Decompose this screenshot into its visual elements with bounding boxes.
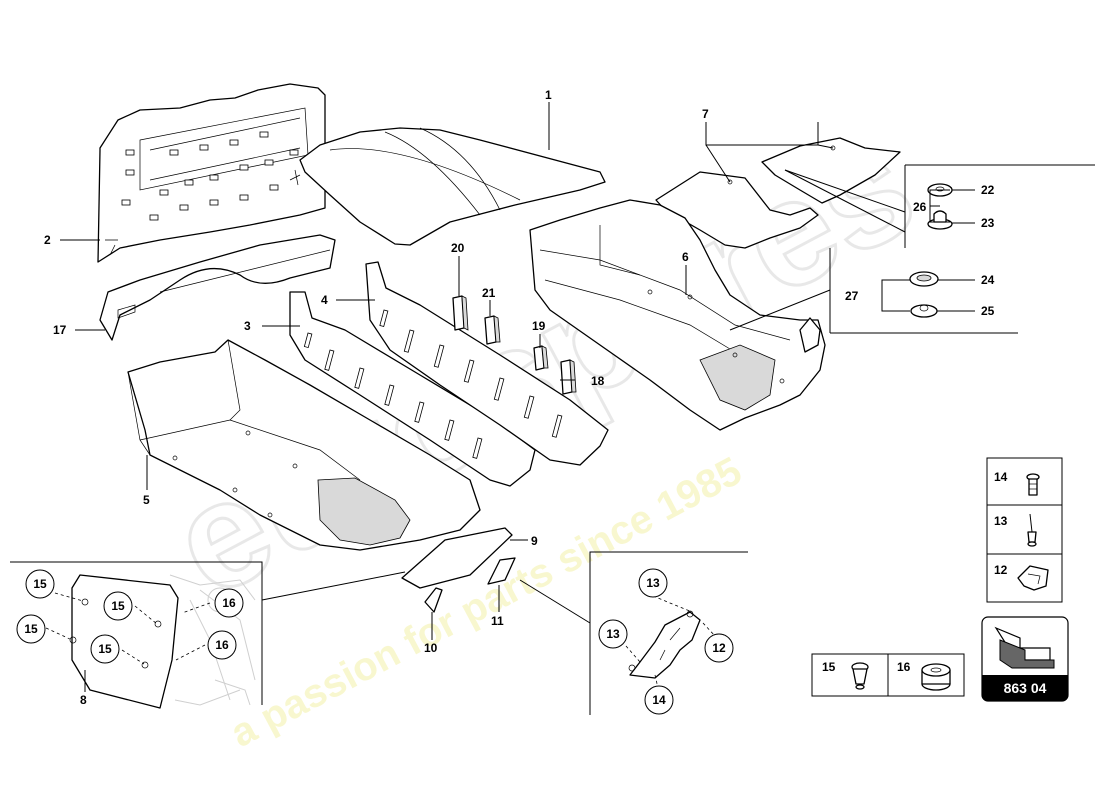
circle-callout-13: 13: [638, 568, 668, 598]
circle-callout-label: 15: [98, 642, 112, 656]
page-code: 863 04: [1004, 680, 1047, 696]
legend-number-13: 13: [994, 514, 1008, 528]
circle-callout-label: 15: [111, 599, 125, 613]
circle-callout-14: 14: [644, 685, 674, 715]
part-7-mats: [655, 137, 901, 249]
circle-callout-label: 13: [606, 627, 620, 641]
part-2-rear-panel: [97, 83, 326, 263]
leader-lines: [60, 102, 1095, 640]
part-23: [927, 210, 953, 230]
part-1-panel: [299, 127, 606, 246]
next-page-arrow-icon: [994, 626, 1055, 669]
callout-9: 9: [531, 534, 538, 548]
part-6-tunnel: [529, 199, 826, 431]
circle-callout-15: 15: [16, 614, 46, 644]
circle-callout-15: 15: [103, 591, 133, 621]
part-17-strip: [99, 234, 336, 341]
circle-callout-label: 12: [712, 641, 726, 655]
callout-23: 23: [981, 216, 995, 230]
callout-7: 7: [702, 107, 709, 121]
part-24: [909, 271, 939, 287]
expanding-rivet-icon: [851, 662, 869, 690]
part-21: [484, 315, 501, 345]
circle-callout-12: 12: [704, 633, 734, 663]
part-9: [401, 527, 513, 589]
part-3-strip: [289, 291, 536, 487]
callout-10: 10: [424, 641, 438, 655]
callout-5: 5: [143, 493, 150, 507]
callout-21: 21: [482, 286, 496, 300]
part-4-strip: [365, 261, 609, 466]
part-11: [487, 557, 516, 585]
circle-callout-label: 13: [646, 576, 660, 590]
callout-11: 11: [491, 614, 504, 628]
circle-callout-label: 16: [215, 638, 229, 652]
callout-3: 3: [244, 319, 251, 333]
circle-callout-label: 15: [33, 577, 47, 591]
legend-vertical: [986, 457, 1063, 603]
detail-left: [10, 561, 406, 709]
legend-number-16: 16: [897, 660, 911, 674]
circle-callout-16: 16: [207, 630, 237, 660]
callouts: 1 2 17 3 4 5 6 7 20 21 19 18 9 10 11 8 2…: [44, 88, 995, 707]
rivet-icon: [1027, 513, 1037, 547]
callout-19: 19: [532, 319, 546, 333]
circle-callout-label: 16: [222, 596, 236, 610]
part-10: [424, 587, 443, 613]
part-25: [910, 304, 938, 318]
circle-callout-15: 15: [25, 569, 55, 599]
circle-callout-15: 15: [90, 634, 120, 664]
part-19: [533, 345, 549, 371]
callout-1: 1: [545, 88, 552, 102]
part-18: [560, 359, 577, 395]
detail-right: [519, 551, 748, 715]
callout-17: 17: [53, 323, 67, 337]
grommet-icon: [921, 663, 951, 691]
legend-number-12: 12: [994, 563, 1008, 577]
callout-22: 22: [981, 183, 995, 197]
callout-4: 4: [321, 293, 328, 307]
part-20: [452, 295, 469, 331]
callout-6: 6: [682, 250, 689, 264]
callout-8: 8: [80, 693, 87, 707]
circle-callout-label: 15: [24, 622, 38, 636]
callout-20: 20: [451, 241, 465, 255]
legend-numbers: 14 13 12 15 16: [822, 470, 1008, 674]
detail-right-callouts: 13 13 12 14: [598, 568, 734, 715]
legend-number-15: 15: [822, 660, 836, 674]
legend-number-14: 14: [994, 470, 1008, 484]
callout-2: 2: [44, 233, 51, 247]
clip-icon: [1017, 565, 1049, 591]
page-badge[interactable]: 863 04: [981, 616, 1069, 702]
callout-18: 18: [591, 374, 605, 388]
circle-callout-16: 16: [214, 588, 244, 618]
callout-26: 26: [913, 200, 927, 214]
callout-24: 24: [981, 273, 995, 287]
legend-horizontal: [811, 653, 965, 697]
callout-25: 25: [981, 304, 995, 318]
circle-callout-13: 13: [598, 619, 628, 649]
detail-left-callouts: 15 15 15 15 16 16: [16, 569, 244, 664]
circle-callout-label: 14: [652, 693, 666, 707]
part-5-floor-tray: [127, 339, 481, 551]
bolt-icon: [1026, 473, 1040, 496]
callout-27: 27: [845, 289, 859, 303]
